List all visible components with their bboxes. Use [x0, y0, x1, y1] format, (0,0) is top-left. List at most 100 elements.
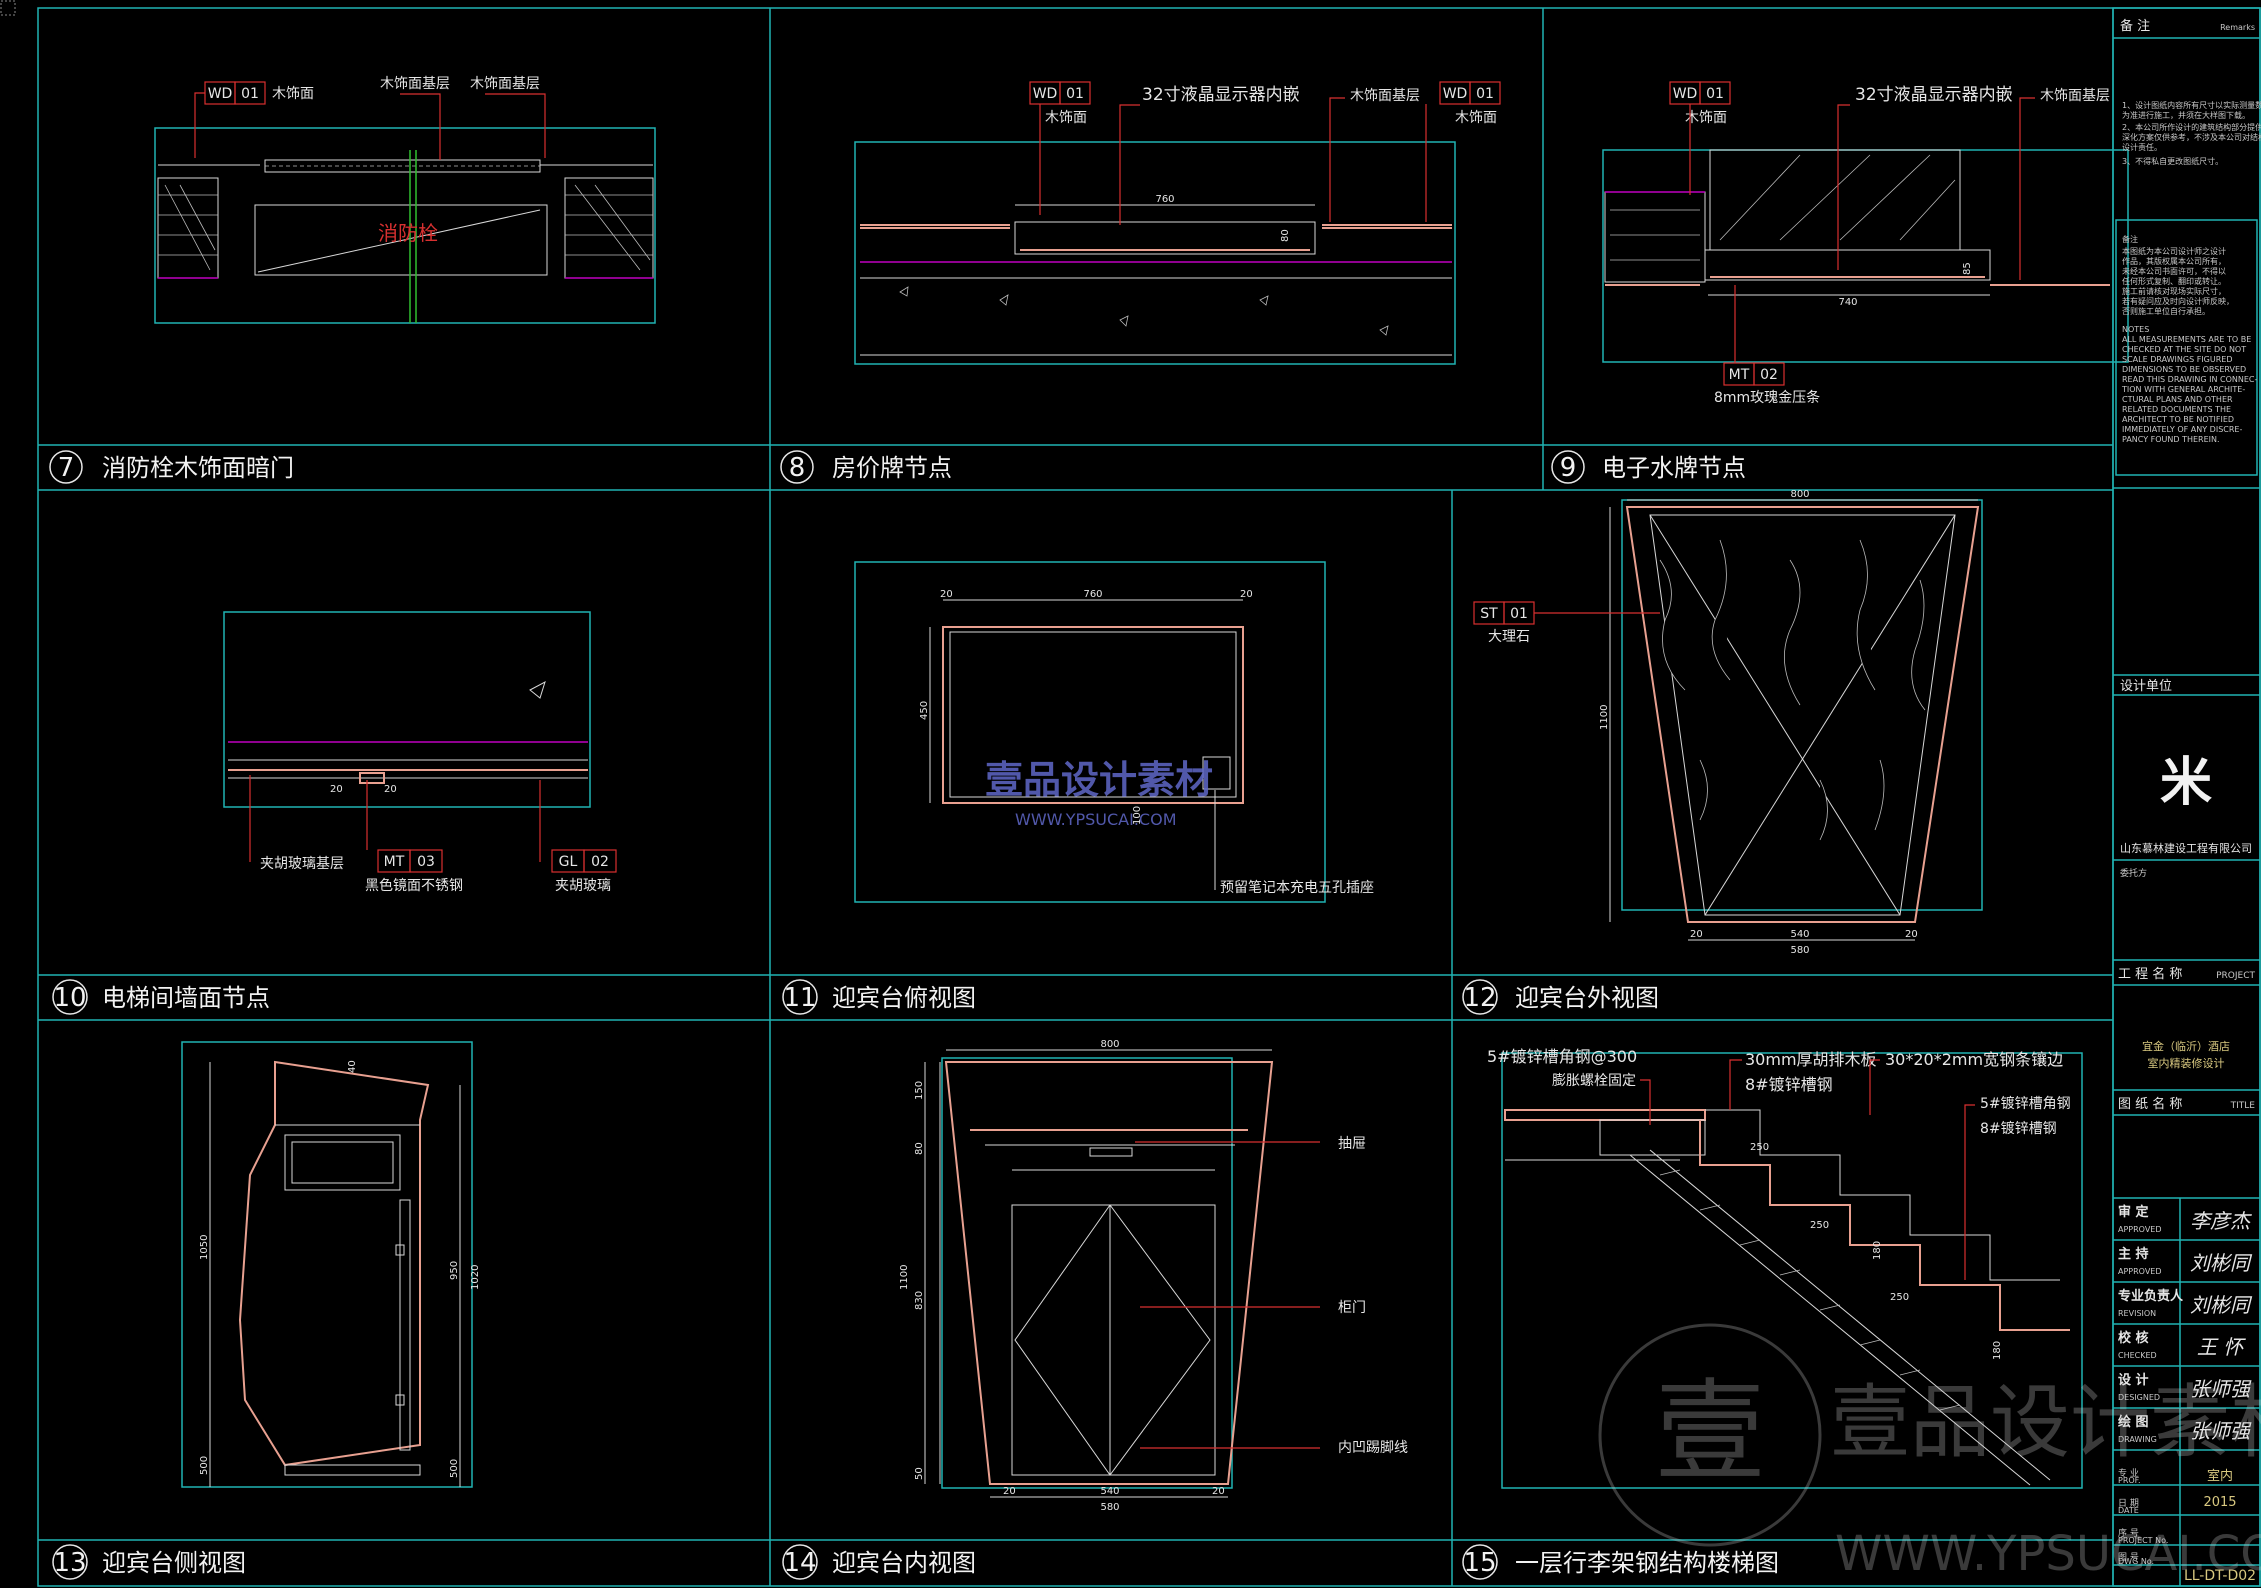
signature: 刘彬同 — [2190, 1293, 2253, 1317]
svg-text:10: 10 — [53, 983, 86, 1013]
svg-text:为准进行施工，并须在大样图下载。: 为准进行施工，并须在大样图下载。 — [2122, 110, 2250, 120]
svg-text:迎宾台内视图: 迎宾台内视图 — [832, 1549, 976, 1577]
signature: 王 怀 — [2197, 1335, 2246, 1359]
signature: 张师强 — [2190, 1419, 2252, 1443]
svg-text:山东慕林建设工程有限公司: 山东慕林建设工程有限公司 — [2120, 841, 2252, 855]
svg-text:20: 20 — [1240, 589, 1253, 600]
svg-text:消防栓: 消防栓 — [378, 221, 438, 245]
svg-text:专业负责人: 专业负责人 — [2118, 1288, 2184, 1304]
svg-text:32寸液晶显示器内嵌: 32寸液晶显示器内嵌 — [1142, 85, 1300, 105]
svg-text:8mm玫瑰金压条: 8mm玫瑰金压条 — [1714, 389, 1820, 406]
svg-text:备 注: 备 注 — [2120, 18, 2150, 34]
svg-text:7: 7 — [58, 453, 75, 483]
svg-text:2、本公司所作设计的建筑结构部分提供的: 2、本公司所作设计的建筑结构部分提供的 — [2122, 122, 2261, 132]
detail-14-reception-inner-view: 150 80 1100 830 50 800 20 540 20 580 抽屉 … — [899, 1039, 1408, 1513]
svg-text:一层行李架钢结构楼梯图: 一层行李架钢结构楼梯图 — [1515, 1549, 1779, 1577]
svg-text:20: 20 — [384, 784, 397, 795]
svg-text:图 号: 图 号 — [2118, 1552, 2139, 1563]
svg-text:03: 03 — [417, 854, 435, 870]
svg-text:WWW.YPSUCAI.COM: WWW.YPSUCAI.COM — [1015, 810, 1177, 829]
svg-text:WWW.YPSUCAI.COM: WWW.YPSUCAI.COM — [1835, 1526, 2261, 1582]
svg-text:TION WITH GENERAL ARCHITE-: TION WITH GENERAL ARCHITE- — [2121, 385, 2245, 394]
svg-text:1020: 1020 — [470, 1265, 481, 1290]
svg-text:180: 180 — [1872, 1241, 1883, 1260]
svg-text:木饰面: 木饰面 — [1685, 110, 1727, 126]
svg-text:20: 20 — [940, 589, 953, 600]
svg-text:若有疑问应及时向设计师反映，: 若有疑问应及时向设计师反映， — [2122, 296, 2234, 306]
svg-text:760: 760 — [1155, 194, 1174, 205]
svg-text:1100: 1100 — [899, 1265, 910, 1290]
svg-text:木饰面基层: 木饰面基层 — [2040, 87, 2110, 104]
svg-text:580: 580 — [1790, 945, 1809, 956]
svg-text:2015: 2015 — [2203, 1495, 2236, 1510]
svg-text:800: 800 — [1790, 489, 1809, 500]
svg-text:250: 250 — [1890, 1292, 1909, 1303]
svg-text:主 持: 主 持 — [2118, 1246, 2149, 1262]
svg-text:30*20*2mm宽钢条镶边: 30*20*2mm宽钢条镶边 — [1885, 1050, 2063, 1069]
svg-text:设 计: 设 计 — [2118, 1372, 2149, 1388]
svg-text:CHECKED: CHECKED — [2118, 1351, 2157, 1360]
svg-text:柜门: 柜门 — [1338, 1300, 1366, 1316]
svg-text:80: 80 — [914, 1142, 925, 1155]
svg-text:房价牌节点: 房价牌节点 — [832, 454, 952, 482]
svg-text:PROF.: PROF. — [2118, 1476, 2141, 1485]
svg-text:NOTES: NOTES — [2122, 325, 2149, 334]
svg-text:APPROVED: APPROVED — [2118, 1225, 2162, 1234]
svg-text:DWG No.: DWG No. — [2118, 1557, 2154, 1566]
svg-text:1050: 1050 — [199, 1235, 210, 1260]
signature: 刘彬同 — [2190, 1251, 2253, 1275]
svg-text:80: 80 — [1280, 229, 1291, 242]
svg-text:迎宾台外视图: 迎宾台外视图 — [1515, 984, 1659, 1012]
svg-text:审 定: 审 定 — [2118, 1204, 2149, 1220]
svg-text:Remarks: Remarks — [2220, 23, 2255, 32]
svg-text:校 核: 校 核 — [2118, 1330, 2149, 1346]
company-logo: 米 — [2160, 753, 2212, 813]
panel-title-11: 11 迎宾台俯视图 — [782, 979, 976, 1015]
svg-text:3、不得私自更改图纸尺寸。: 3、不得私自更改图纸尺寸。 — [2122, 156, 2223, 166]
panel-title-14: 14 迎宾台内视图 — [782, 1544, 976, 1580]
svg-text:20: 20 — [1690, 929, 1703, 940]
svg-text:木饰面基层: 木饰面基层 — [380, 75, 450, 92]
svg-text:740: 740 — [1838, 297, 1857, 308]
svg-text:8#镀锌槽钢: 8#镀锌槽钢 — [1745, 1075, 1833, 1094]
svg-text:WD: WD — [208, 86, 233, 102]
svg-text:15: 15 — [1463, 1548, 1496, 1578]
svg-text:木饰面基层: 木饰面基层 — [1350, 87, 1420, 104]
svg-text:CTURAL PLANS AND OTHER: CTURAL PLANS AND OTHER — [2122, 395, 2233, 404]
svg-text:250: 250 — [1810, 1220, 1829, 1231]
svg-text:540: 540 — [1100, 1486, 1119, 1497]
svg-text:14: 14 — [783, 1548, 816, 1578]
svg-text:760: 760 — [1083, 589, 1102, 600]
svg-text:SCALE DRAWINGS FIGURED: SCALE DRAWINGS FIGURED — [2122, 355, 2232, 364]
svg-text:任何形式复制、翻印或转让。: 任何形式复制、翻印或转让。 — [2122, 276, 2226, 286]
svg-text:REVISION: REVISION — [2118, 1309, 2156, 1318]
svg-text:WD: WD — [1033, 86, 1058, 102]
svg-text:LL-DT-D02: LL-DT-D02 — [2184, 1568, 2256, 1584]
svg-text:13: 13 — [53, 1548, 86, 1578]
panel-title-15: 15 一层行李架钢结构楼梯图 — [1462, 1544, 1779, 1580]
svg-text:日 期: 日 期 — [2118, 1498, 2139, 1509]
svg-text:ARCHITECT TO BE NOTIFIED: ARCHITECT TO BE NOTIFIED — [2122, 415, 2234, 424]
svg-text:950: 950 — [449, 1261, 460, 1280]
svg-text:抽屉: 抽屉 — [1338, 1136, 1366, 1152]
svg-text:内凹踢脚线: 内凹踢脚线 — [1338, 1440, 1408, 1456]
svg-text:5#镀锌槽角钢: 5#镀锌槽角钢 — [1980, 1095, 2071, 1112]
svg-text:100: 100 — [1132, 806, 1143, 825]
svg-text:DESIGNED: DESIGNED — [2118, 1393, 2160, 1402]
svg-text:9: 9 — [1560, 453, 1577, 483]
panel-title-8: 8 房价牌节点 — [780, 450, 952, 484]
svg-text:DRAWING: DRAWING — [2118, 1435, 2157, 1444]
svg-text:MT: MT — [384, 854, 405, 870]
svg-text:WD: WD — [1443, 86, 1468, 102]
svg-text:85: 85 — [1962, 262, 1973, 275]
svg-text:黑色镜面不锈钢: 黑色镜面不锈钢 — [365, 877, 463, 894]
svg-text:电梯间墙面节点: 电梯间墙面节点 — [102, 984, 270, 1012]
svg-text:工 程 名 称: 工 程 名 称 — [2118, 966, 2182, 982]
svg-text:图 纸 名 称: 图 纸 名 称 — [2118, 1096, 2182, 1112]
svg-text:20: 20 — [1212, 1486, 1225, 1497]
svg-text:20: 20 — [1905, 929, 1918, 940]
svg-text:木饰面: 木饰面 — [1455, 110, 1497, 126]
detail-10-elevator-wall: 20 20 夹胡玻璃基层 MT 03 黑色镜面不锈钢 GL 02 夹胡玻璃 — [223, 611, 617, 894]
svg-text:11: 11 — [783, 983, 816, 1013]
